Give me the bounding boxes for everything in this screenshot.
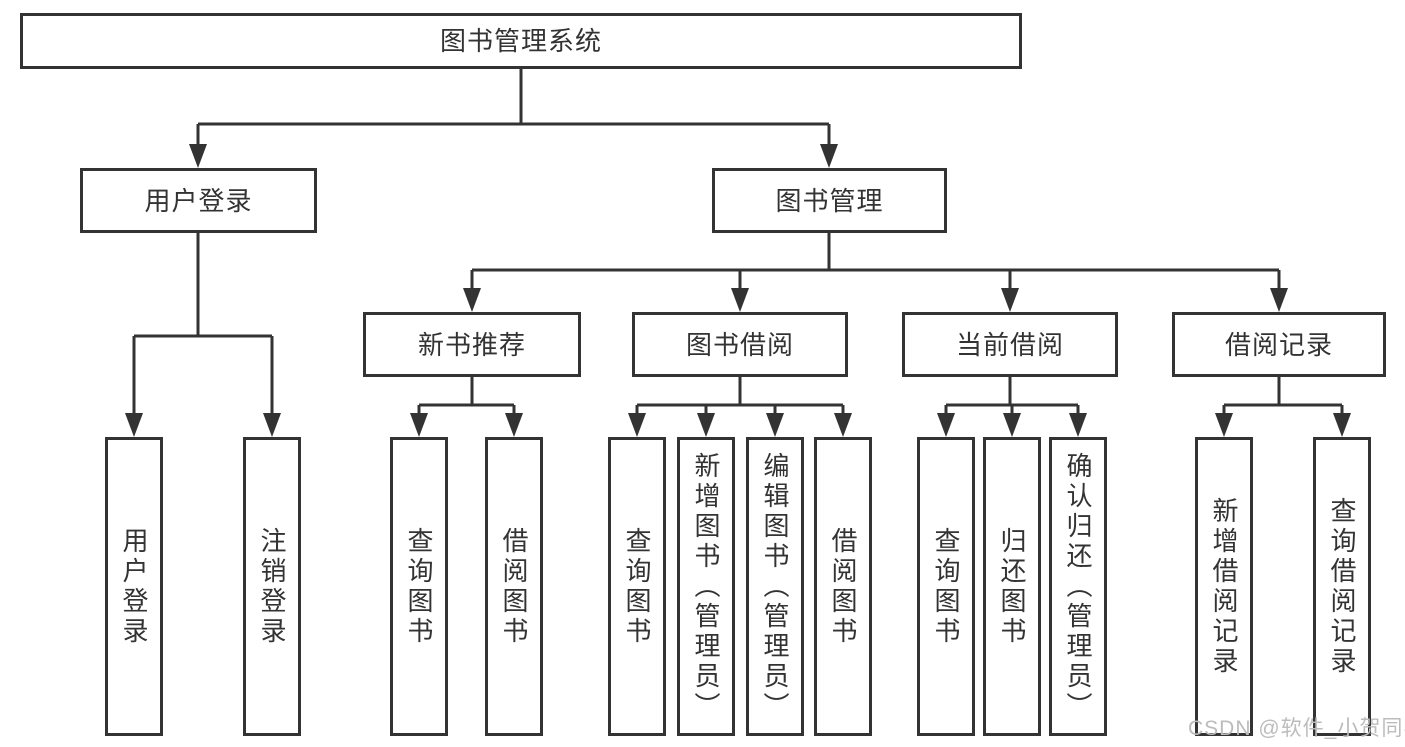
- node-label-leaf-borrow-book-rec: 借阅图书: [499, 526, 529, 647]
- node-leaf-edit-book-admin: 编辑图书（管理员）: [746, 437, 804, 736]
- node-book-borrow: 图书借阅: [632, 312, 848, 377]
- node-label-root: 图书管理系统: [439, 26, 602, 56]
- node-leaf-add-borrow-record: 新增借阅记录: [1195, 437, 1253, 736]
- node-leaf-query-borrow-record: 查询借阅记录: [1313, 437, 1371, 736]
- node-label-leaf-logout: 注销登录: [257, 526, 287, 647]
- node-leaf-borrow-book: 借阅图书: [814, 437, 872, 736]
- arrowhead-icon: [463, 288, 481, 312]
- node-label-book-mgmt: 图书管理: [775, 185, 884, 216]
- node-label-leaf-query-borrow-record: 查询借阅记录: [1327, 496, 1357, 677]
- arrowhead-icon: [1270, 288, 1288, 312]
- arrowhead-icon: [1333, 413, 1351, 437]
- arrowhead-icon: [937, 413, 955, 437]
- node-leaf-query-book-current: 查询图书: [917, 437, 975, 736]
- node-label-leaf-confirm-return-admin: 确认归还（管理员）: [1063, 451, 1093, 722]
- arrowhead-icon: [1215, 413, 1233, 437]
- node-current-borrow: 当前借阅: [902, 312, 1118, 377]
- arrowhead-icon: [263, 413, 281, 437]
- arrowhead-icon: [697, 413, 715, 437]
- node-leaf-query-book-borrow: 查询图书: [608, 437, 666, 736]
- node-borrow-records: 借阅记录: [1172, 312, 1386, 377]
- arrowhead-icon: [505, 413, 523, 437]
- node-label-leaf-return-book: 归还图书: [997, 526, 1027, 647]
- node-label-leaf-add-borrow-record: 新增借阅记录: [1209, 496, 1239, 677]
- node-label-current-borrow: 当前借阅: [955, 329, 1064, 360]
- node-root: 图书管理系统: [20, 13, 1022, 69]
- node-leaf-user-login: 用户登录: [105, 437, 163, 736]
- node-label-user-login: 用户登录: [144, 185, 253, 216]
- node-book-mgmt: 图书管理: [712, 168, 947, 233]
- arrowhead-icon: [820, 144, 838, 168]
- node-leaf-query-book-rec: 查询图书: [390, 437, 448, 736]
- node-leaf-add-book-admin: 新增图书（管理员）: [677, 437, 735, 736]
- node-user-login: 用户登录: [80, 168, 317, 233]
- node-label-new-book-rec: 新书推荐: [417, 329, 526, 360]
- arrowhead-icon: [1001, 288, 1019, 312]
- arrowhead-icon: [628, 413, 646, 437]
- node-label-leaf-borrow-book: 借阅图书: [828, 526, 858, 647]
- node-leaf-return-book: 归还图书: [983, 437, 1041, 736]
- node-label-book-borrow: 图书借阅: [685, 329, 794, 360]
- arrowhead-icon: [766, 413, 784, 437]
- node-leaf-confirm-return-admin: 确认归还（管理员）: [1049, 437, 1107, 736]
- node-label-leaf-query-book-borrow: 查询图书: [622, 526, 652, 647]
- node-leaf-borrow-book-rec: 借阅图书: [485, 437, 543, 736]
- arrowhead-icon: [731, 288, 749, 312]
- node-label-leaf-add-book-admin: 新增图书（管理员）: [691, 451, 721, 722]
- node-new-book-rec: 新书推荐: [363, 312, 581, 377]
- node-label-borrow-records: 借阅记录: [1224, 329, 1333, 360]
- arrowhead-icon: [125, 413, 143, 437]
- arrowhead-icon: [1069, 413, 1087, 437]
- node-label-leaf-user-login: 用户登录: [119, 526, 149, 647]
- watermark: CSDN @软件_小贺同学: [1188, 717, 1405, 740]
- node-label-leaf-query-book-current: 查询图书: [931, 526, 961, 647]
- arrowhead-icon: [834, 413, 852, 437]
- node-leaf-logout: 注销登录: [243, 437, 301, 736]
- node-label-leaf-query-book-rec: 查询图书: [404, 526, 434, 647]
- arrowhead-icon: [410, 413, 428, 437]
- node-label-leaf-edit-book-admin: 编辑图书（管理员）: [760, 451, 790, 722]
- arrowhead-icon: [189, 144, 207, 168]
- arrowhead-icon: [1003, 413, 1021, 437]
